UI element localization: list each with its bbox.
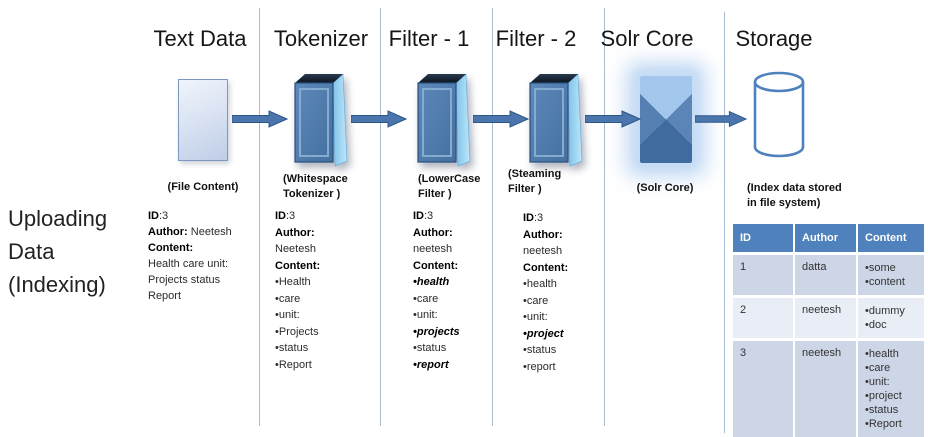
token-line: Projects status (148, 274, 221, 286)
column-title-tokenizer: Tokenizer (273, 26, 369, 51)
flow-arrow-icon (232, 110, 288, 128)
file-content-caption: (File Content) (167, 181, 239, 193)
column-title-filter-1: Filter - 1 (388, 26, 470, 51)
flow-arrow-icon (473, 110, 529, 128)
cell-author: datta (795, 255, 856, 295)
cell-author: neetesh (795, 298, 856, 338)
token-line: Author: (275, 226, 315, 239)
column-title-solr-core: Solr Core (600, 26, 694, 51)
index-table-header-author: Author (795, 224, 856, 252)
cell-id: 1 (733, 255, 793, 295)
cell-content: •dummy•doc (858, 298, 924, 338)
token-line: •health (413, 276, 450, 288)
index-table-header-row: ID Author Content (733, 224, 924, 252)
cell-author: neetesh (795, 341, 856, 437)
token-line: •report (413, 358, 449, 371)
column-title-storage: Storage (735, 26, 813, 51)
token-line: •unit: (413, 309, 438, 321)
token-line: •care (523, 294, 549, 307)
token-line: Neetesh (275, 243, 316, 255)
token-line: •project (523, 327, 564, 340)
column-title-filter-2: Filter - 2 (495, 26, 577, 51)
token-line: •status (275, 342, 309, 354)
cell-id: 2 (733, 298, 793, 338)
token-line: •report (523, 360, 556, 373)
index-table-header-content: Content (858, 224, 924, 252)
flow-arrow-icon (585, 110, 641, 128)
token-line: Author: (523, 228, 563, 241)
filter-1-caption: (LowerCase Filter ) (418, 173, 481, 200)
token-line: neetesh (523, 245, 563, 257)
token-line: •care (413, 292, 439, 305)
token-line: •projects (413, 325, 460, 338)
filter-1-shape (414, 71, 472, 169)
token-line: ID:3 (413, 210, 434, 222)
solr-core-shape (640, 76, 692, 163)
token-line: Content: (413, 259, 459, 272)
token-line: ID:3 (148, 210, 169, 222)
token-line: neetesh (413, 243, 453, 255)
token-line: Author: (413, 226, 453, 239)
column-divider (604, 8, 605, 426)
token-line: •unit: (523, 311, 548, 323)
token-line: •unit: (275, 309, 300, 321)
token-line: •status (523, 344, 557, 356)
storage-caption: (Index data stored in file system) (747, 182, 842, 209)
flow-arrow-icon (695, 110, 747, 128)
token-line: ID:3 (523, 212, 544, 224)
token-line: •care (275, 292, 301, 305)
token-line: •Projects (275, 325, 319, 338)
token-line: •status (413, 342, 447, 354)
token-line: •health (523, 278, 557, 290)
token-line: Content: (148, 242, 194, 254)
column-title-text-data: Text Data (153, 26, 247, 51)
token-line: Health care unit: (148, 258, 229, 270)
column-divider (259, 8, 260, 426)
token-line: ID:3 (275, 210, 296, 222)
cell-content: •some•content (858, 255, 924, 295)
column-divider (492, 8, 493, 426)
token-line: Author: Neetesh (148, 226, 232, 238)
index-table-header-id: ID (733, 224, 793, 252)
page-title: Uploading Data (Indexing) (8, 206, 108, 297)
tokenizer-shape (291, 71, 349, 169)
file-content-shape (178, 79, 228, 161)
cell-id: 3 (733, 341, 793, 437)
filter-2-shape (526, 71, 584, 169)
tokenizer-caption: (Whitespace Tokenizer ) (283, 173, 348, 200)
cell-content: •health•care•unit:•project•status•Report (858, 341, 924, 437)
storage-cylinder-shape (752, 70, 806, 162)
flow-arrow-icon (351, 110, 407, 128)
token-line: Content: (275, 259, 321, 272)
solr-core-caption: (Solr Core) (636, 182, 694, 194)
token-line: •Report (275, 358, 312, 371)
filter-2-caption: (Steaming Filter ) (508, 168, 562, 195)
column-divider (380, 8, 381, 426)
column-divider (724, 12, 725, 433)
token-line: Report (148, 290, 182, 302)
token-line: Content: (523, 261, 569, 274)
token-line: •Health (275, 276, 311, 288)
